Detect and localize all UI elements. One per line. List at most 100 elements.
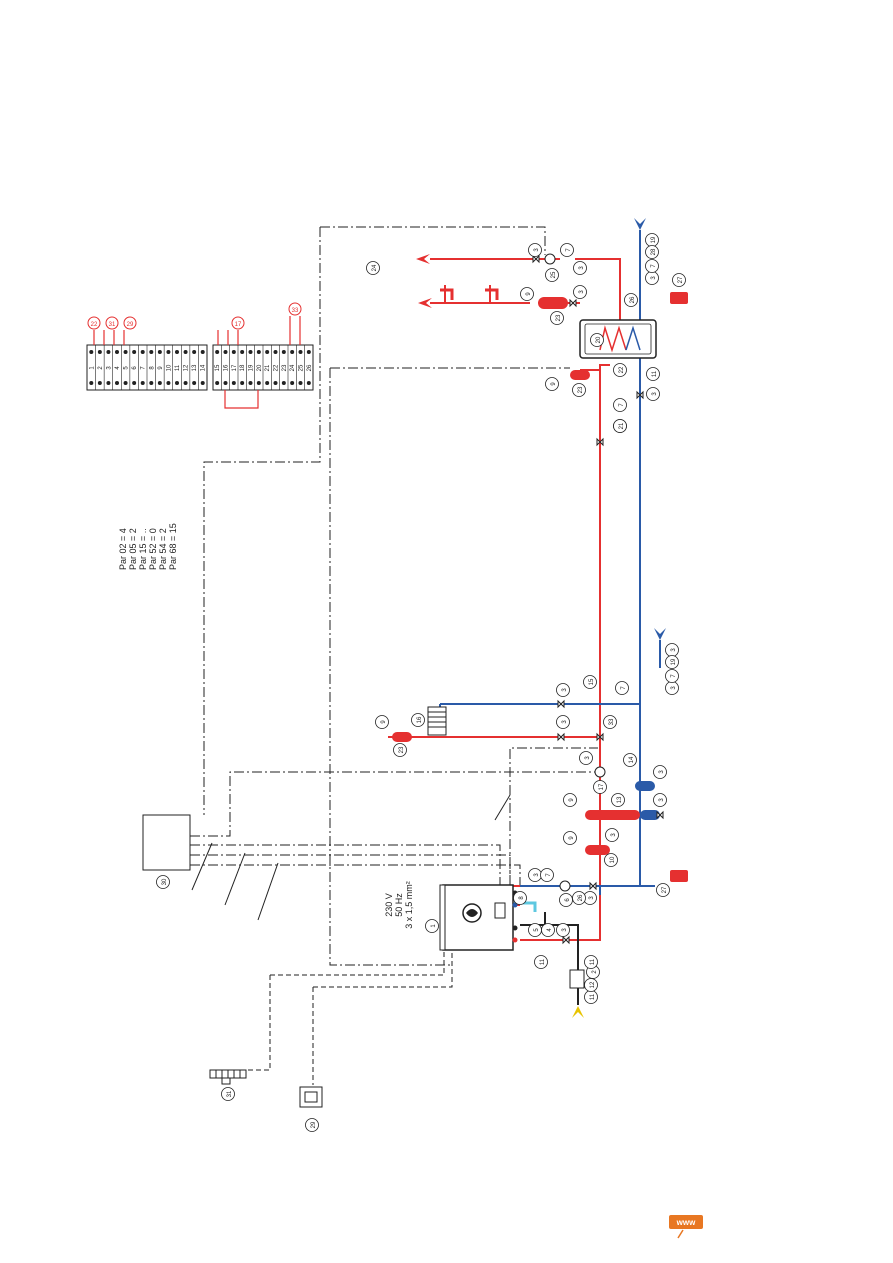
terminal-cell: 25 — [298, 345, 305, 390]
param-line-5: Par 68 = 15 — [168, 523, 178, 570]
callout-number: 3 — [579, 266, 585, 270]
terminal-label: 2 — [98, 366, 104, 370]
callout-number: 20 — [596, 336, 602, 343]
callout-number: 6 — [565, 898, 571, 902]
terminal-cell: 19 — [248, 345, 255, 390]
terminal-cell: 26 — [306, 345, 314, 390]
terminal-cell: 11 — [175, 345, 182, 390]
gas-valve — [569, 969, 585, 989]
callout-number: 11 — [590, 993, 596, 1000]
terminal-label: 24 — [290, 364, 296, 371]
terminal-label: 12 — [184, 364, 190, 371]
param-line-2: Par 15 = .. — [138, 528, 148, 570]
callout-number: 33 — [609, 718, 615, 725]
callout-number: 3 — [651, 276, 657, 280]
terminal-label: 5 — [124, 366, 130, 370]
param-line-4: Par 54 = 2 — [158, 528, 168, 570]
callout-number: 3 — [652, 392, 658, 396]
power-voltage: 230 V — [384, 893, 394, 917]
callout-9: 9 — [563, 831, 577, 845]
callout-number: 5 — [534, 928, 540, 932]
callout-29: 29 — [305, 1118, 319, 1132]
callout-number: 1 — [431, 924, 437, 928]
callout-7: 7 — [665, 669, 679, 683]
cold-arrows — [634, 218, 666, 640]
terminal-cell: 14 — [200, 345, 208, 390]
callout-number: 13 — [617, 796, 623, 803]
callout-3: 3 — [645, 271, 659, 285]
terminal-cell: 8 — [149, 345, 156, 390]
callout-23: 23 — [393, 743, 407, 757]
power-frequency: 50 Hz — [394, 893, 404, 917]
callout-number: 3 — [589, 896, 595, 900]
callout-11: 11 — [534, 955, 548, 969]
callout-number: 2 — [592, 970, 598, 974]
callout-30: 30 — [156, 875, 170, 889]
terminal-label: 21 — [265, 364, 271, 371]
callout-number: 7 — [621, 686, 627, 690]
callout-number: 4 — [547, 928, 553, 932]
callout-number: 17 — [599, 783, 605, 790]
callout-3: 3 — [556, 683, 570, 697]
callout-number: 12 — [590, 981, 596, 988]
terminal-label: 25 — [299, 364, 305, 371]
callout-17: 17 — [593, 780, 607, 794]
terminal-cell: 20 — [256, 345, 264, 390]
terminal-cell: 9 — [157, 345, 165, 390]
callout-3: 3 — [573, 261, 587, 275]
flow-arrows — [416, 254, 432, 308]
callout-5: 5 — [528, 923, 542, 937]
terminal-ref-4: 33 — [292, 308, 299, 314]
callout-number: 27 — [678, 276, 684, 283]
terminal-ref-2: 29 — [127, 322, 134, 328]
callout-31: 31 — [221, 1087, 235, 1101]
terminal-cell: 3 — [106, 345, 114, 390]
callout-number: 8 — [519, 896, 525, 900]
callout-number: 3 — [585, 756, 591, 760]
terminal-label: 20 — [257, 364, 263, 371]
callout-15: 15 — [583, 675, 597, 689]
callout-number: 15 — [589, 678, 595, 685]
cold-inlet-arrow-mid — [654, 628, 666, 640]
terminal-label: 16 — [224, 364, 230, 371]
param-line-1: Par 05 = 2 — [128, 528, 138, 570]
terminal-label: 9 — [158, 366, 164, 370]
terminal-label: 11 — [175, 364, 181, 371]
callout-7: 7 — [613, 398, 627, 412]
terminal-cell: 23 — [281, 345, 289, 390]
pumps — [544, 253, 606, 892]
callout-19: 19 — [645, 233, 659, 247]
callout-number: 28 — [651, 248, 657, 255]
callout-number: 3 — [534, 873, 540, 877]
callout-26: 26 — [624, 293, 638, 307]
boiler — [439, 884, 514, 951]
terminal-cell: 6 — [132, 345, 139, 390]
terminal-cell: 1 — [89, 345, 96, 390]
terminal-label: 14 — [201, 364, 207, 371]
outdoor-sensor — [209, 1069, 247, 1085]
callout-14: 14 — [623, 753, 637, 767]
terminal-cell: 15 — [215, 345, 222, 390]
callout-number: 7 — [566, 248, 572, 252]
terminal-ref-callouts: 22 31 29 17 33 — [87, 302, 302, 330]
callout-9: 9 — [375, 715, 389, 729]
callout-13: 13 — [611, 793, 625, 807]
terminal-cell: 13 — [192, 345, 199, 390]
callout-8: 8 — [513, 891, 527, 905]
callout-number: 9 — [569, 836, 575, 840]
callout-3: 3 — [528, 868, 542, 882]
callout-3: 3 — [653, 793, 667, 807]
terminal-cell: 2 — [97, 345, 105, 390]
terminal-label: 6 — [132, 366, 138, 370]
callout-22: 22 — [613, 363, 627, 377]
callout-3: 3 — [573, 285, 587, 299]
component-callouts: 1233333333333333333546777777899999101111… — [156, 233, 686, 1132]
terminal-label: 23 — [282, 364, 288, 371]
callout-3: 3 — [653, 765, 667, 779]
callout-3: 3 — [556, 715, 570, 729]
callout-3: 3 — [605, 828, 619, 842]
www-link-icon[interactable]: www — [669, 1215, 703, 1239]
terminal-label: 18 — [240, 364, 246, 371]
